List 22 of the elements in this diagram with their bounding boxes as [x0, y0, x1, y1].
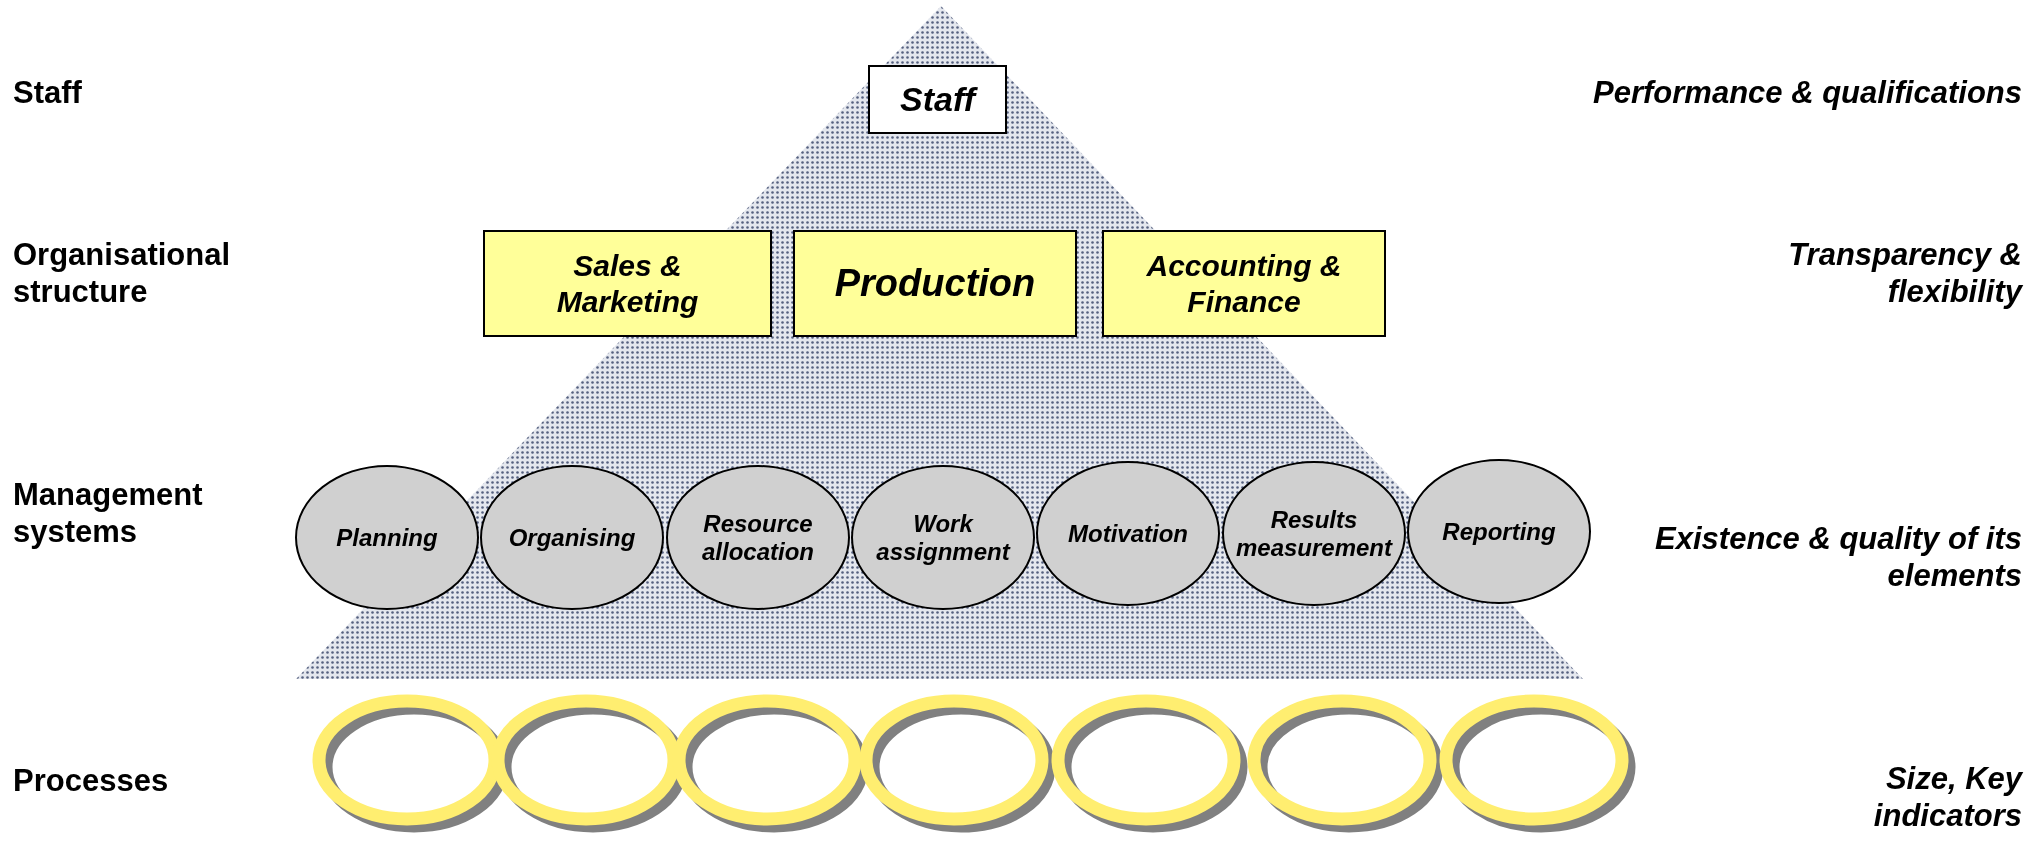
- ellipse-label: Planning: [336, 523, 438, 552]
- box-label: Sales & Marketing: [555, 247, 700, 320]
- ellipse-label: Organising: [508, 523, 636, 552]
- criteria-label: Existence & quality of its elements: [1654, 520, 2022, 595]
- criteria-label: Size, Key indicators: [1872, 760, 2022, 835]
- level-label: Staff: [13, 74, 83, 112]
- ellipse-label: Reporting: [1442, 517, 1556, 546]
- criteria-label: Transparency & flexibility: [1787, 236, 2022, 311]
- level-label: Processes: [13, 762, 170, 800]
- level-label: Organisational structure: [13, 236, 232, 311]
- department-box: [1102, 230, 1386, 337]
- level-label: Management systems: [13, 476, 204, 551]
- ellipse-label: Work assignment: [875, 509, 1012, 566]
- ellipse-label: Resource allocation: [701, 509, 815, 566]
- criteria-label: Performance & qualifications: [1592, 74, 2022, 112]
- department-box: [483, 230, 772, 337]
- department-box: [868, 65, 1007, 134]
- ellipse-label: Motivation: [1068, 519, 1188, 548]
- ellipse-label: Results measurement: [1234, 505, 1394, 562]
- department-box: [793, 230, 1077, 337]
- box-label: Production: [834, 260, 1036, 306]
- box-label: Accounting & Finance: [1145, 247, 1343, 320]
